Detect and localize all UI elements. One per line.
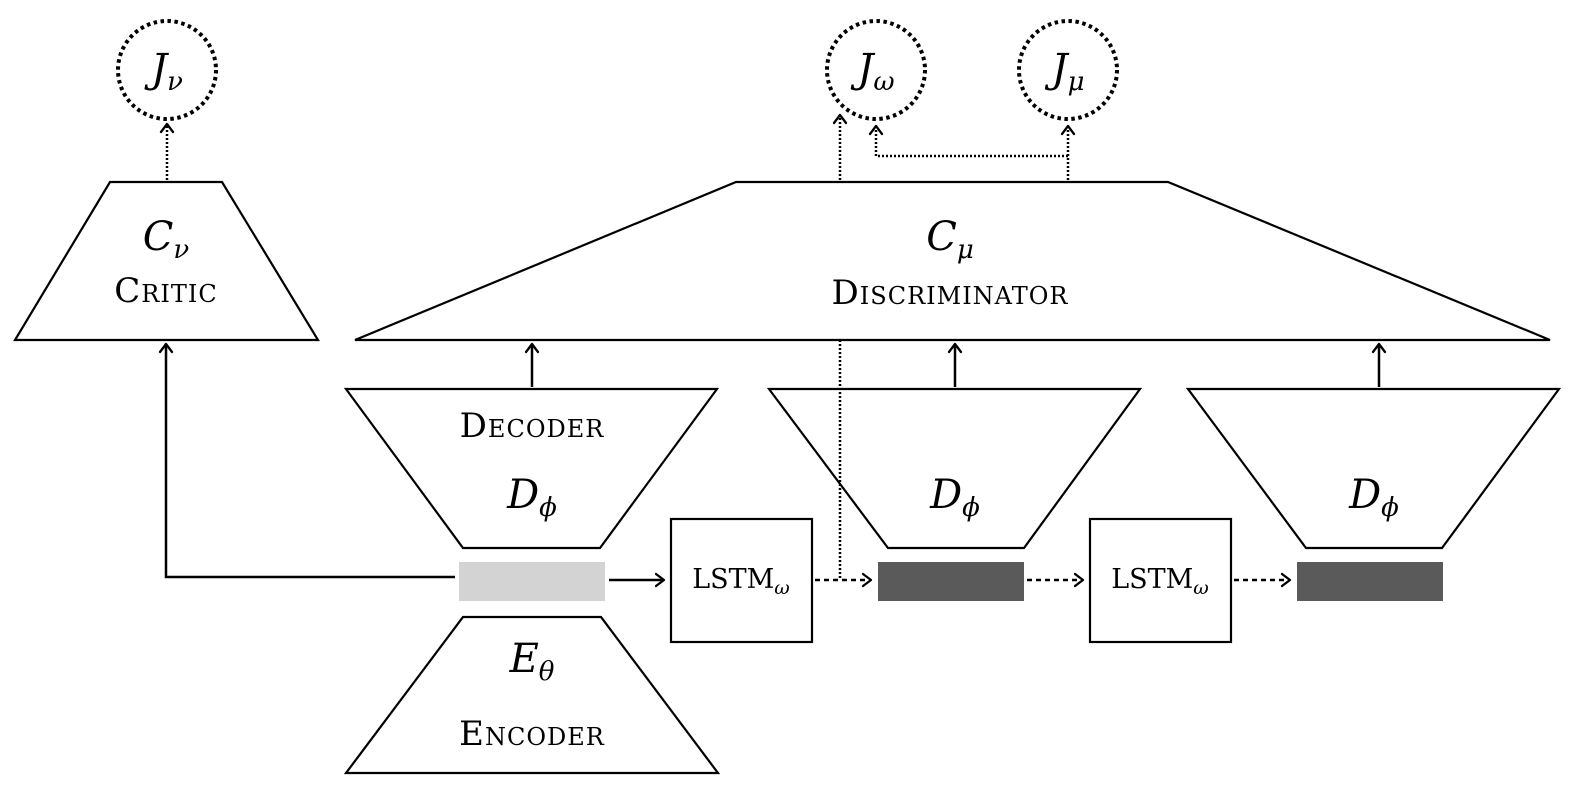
latent-code-3 bbox=[1297, 562, 1443, 601]
lstm-block-1: LSTMω bbox=[669, 517, 814, 644]
critic-label: Critic bbox=[114, 271, 217, 311]
objective-j-omega: Jω bbox=[825, 19, 927, 121]
discriminator-block: Cμ Discriminator bbox=[354, 180, 1551, 342]
encoder-label: Encoder bbox=[459, 714, 605, 754]
latent-code-1 bbox=[459, 562, 605, 601]
lstm1-to-latent2-arrow bbox=[815, 572, 873, 588]
decoder-block-3: Dϕ bbox=[1185, 387, 1562, 550]
decoder3-to-discriminator-arrow bbox=[1371, 342, 1387, 387]
svg-text:Dϕ: Dϕ bbox=[1348, 472, 1399, 523]
critic-to-jnu-arrow bbox=[159, 122, 175, 180]
decoder1-to-discriminator-arrow bbox=[524, 342, 540, 387]
latent-to-critic-arrow bbox=[158, 342, 455, 579]
svg-text:Cμ: Cμ bbox=[926, 214, 974, 265]
decoder2-to-discriminator-arrow bbox=[947, 342, 963, 387]
svg-text:Dϕ: Dϕ bbox=[506, 472, 557, 523]
critic-block: Cν Critic bbox=[13, 180, 320, 342]
svg-text:Eθ: Eθ bbox=[509, 636, 555, 687]
svg-text:LSTMω: LSTMω bbox=[1111, 564, 1209, 599]
latent2-to-lstm2-arrow bbox=[1027, 572, 1085, 588]
svg-text:Dϕ: Dϕ bbox=[929, 472, 980, 523]
decoder-label: Decoder bbox=[460, 406, 605, 446]
lstm-block-2: LSTMω bbox=[1088, 517, 1233, 644]
decoder-block-2: Dϕ bbox=[766, 387, 1143, 550]
svg-text:LSTMω: LSTMω bbox=[692, 564, 790, 599]
latent-code-2 bbox=[878, 562, 1024, 601]
latent-to-lstm1-arrow bbox=[609, 572, 666, 588]
encoder-block: Eθ Encoder bbox=[343, 615, 721, 775]
objective-j-mu: Jμ bbox=[1017, 19, 1119, 121]
discriminator-to-jmu-jomega-arrows bbox=[868, 124, 1076, 180]
lstm2-to-latent3-arrow bbox=[1234, 572, 1292, 588]
objective-j-nu: Jν bbox=[116, 19, 218, 121]
discriminator-label: Discriminator bbox=[832, 273, 1069, 313]
lstm-to-jomega-arrow bbox=[832, 113, 848, 578]
svg-text:Cν: Cν bbox=[143, 214, 190, 265]
decoder-block-1: Decoder Dϕ bbox=[343, 387, 720, 550]
